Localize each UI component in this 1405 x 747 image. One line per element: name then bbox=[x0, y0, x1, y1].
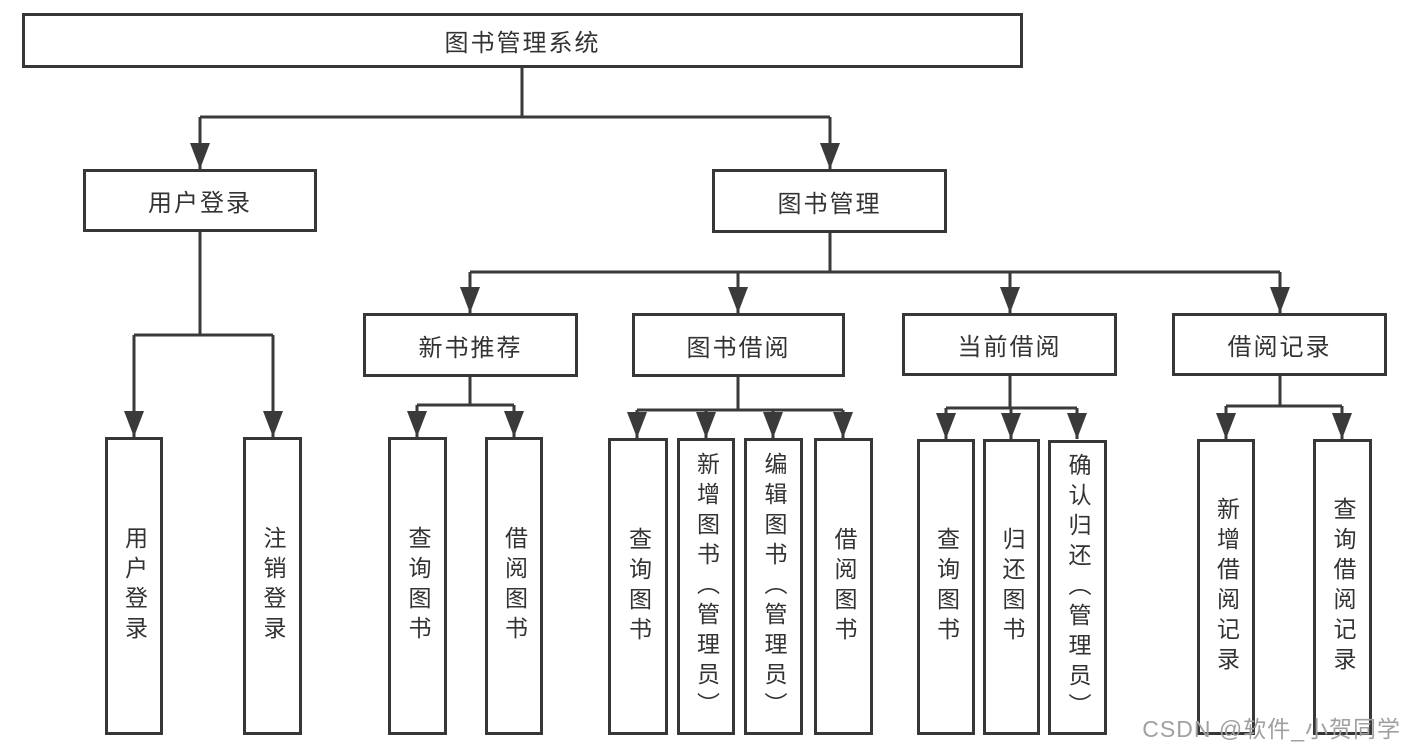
node-new-book-recommend: 新书推荐 bbox=[363, 313, 578, 377]
arrow-down-icon bbox=[627, 412, 647, 438]
edge-book-mgmt-to-level3 bbox=[468, 233, 1282, 313]
leaf-query-borrow-record-label: 查询借阅记录 bbox=[1330, 497, 1356, 677]
arrow-down-icon bbox=[1001, 413, 1021, 439]
leaf-query-books-borrowing: 查询图书 bbox=[608, 438, 668, 735]
node-current-borrowing-label: 当前借阅 bbox=[957, 334, 1062, 361]
node-book-borrowing: 图书借阅 bbox=[632, 313, 845, 377]
leaf-add-books-admin: 新增图书（管理员） bbox=[677, 438, 735, 735]
node-root: 图书管理系统 bbox=[22, 13, 1023, 68]
arrow-down-icon bbox=[1067, 413, 1087, 439]
arrow-down-icon bbox=[1332, 413, 1352, 439]
leaf-query-books-recommend-label: 查询图书 bbox=[405, 526, 431, 646]
leaf-user-login: 用户登录 bbox=[105, 437, 163, 735]
leaf-query-borrow-record: 查询借阅记录 bbox=[1313, 439, 1372, 735]
arrow-down-icon bbox=[936, 413, 956, 439]
node-book-management: 图书管理 bbox=[712, 169, 947, 233]
arrow-down-icon bbox=[833, 412, 853, 438]
node-borrowing-records-label: 借阅记录 bbox=[1227, 334, 1332, 361]
arrow-down-icon bbox=[407, 411, 427, 437]
leaf-logout-label: 注销登录 bbox=[260, 526, 286, 646]
node-current-borrowing: 当前借阅 bbox=[902, 313, 1117, 376]
leaf-query-books-borrowing-label: 查询图书 bbox=[625, 526, 652, 647]
arrow-down-icon bbox=[728, 287, 748, 313]
leaf-query-books-current-label: 查询图书 bbox=[933, 527, 960, 647]
arrow-down-icon bbox=[190, 143, 210, 169]
node-borrowing-records: 借阅记录 bbox=[1172, 313, 1387, 376]
edge-new-book-rec-to-leaves bbox=[415, 377, 516, 437]
arrow-down-icon bbox=[124, 411, 144, 437]
leaf-borrow-books-recommend-label: 借阅图书 bbox=[501, 526, 528, 646]
node-user-login-label: 用户登录 bbox=[148, 190, 252, 217]
leaf-edit-books-admin-label: 编辑图书（管理员） bbox=[761, 451, 787, 722]
leaf-add-books-admin-label: 新增图书（管理员） bbox=[693, 451, 720, 722]
arrow-down-icon bbox=[820, 143, 840, 169]
leaf-confirm-return-admin: 确认归还（管理员） bbox=[1048, 440, 1107, 735]
arrow-down-icon bbox=[263, 411, 283, 437]
arrowheads bbox=[124, 143, 1352, 439]
node-book-management-label: 图书管理 bbox=[777, 190, 882, 218]
arrow-down-icon bbox=[1270, 287, 1290, 313]
arrow-down-icon bbox=[696, 412, 716, 438]
arrow-down-icon bbox=[460, 287, 480, 313]
leaf-return-books: 归还图书 bbox=[983, 439, 1040, 735]
leaf-borrow-books-recommend: 借阅图书 bbox=[485, 437, 543, 735]
edge-user-login-to-leaves bbox=[132, 232, 275, 437]
arrow-down-icon bbox=[504, 411, 524, 437]
leaf-query-books-recommend: 查询图书 bbox=[388, 437, 447, 735]
leaf-logout: 注销登录 bbox=[243, 437, 302, 735]
node-new-book-recommend-label: 新书推荐 bbox=[418, 334, 523, 362]
edge-book-borrow-to-leaves bbox=[635, 377, 845, 438]
node-root-label: 图书管理系统 bbox=[444, 30, 601, 57]
arrow-down-icon bbox=[1000, 287, 1020, 313]
leaf-borrow-books-borrowing-label: 借阅图书 bbox=[831, 526, 857, 647]
leaf-borrow-books-borrowing: 借阅图书 bbox=[814, 438, 873, 735]
arrow-down-icon bbox=[763, 412, 783, 438]
leaf-query-books-current: 查询图书 bbox=[917, 439, 975, 735]
leaf-confirm-return-admin-label: 确认归还（管理员） bbox=[1065, 452, 1091, 723]
leaf-edit-books-admin: 编辑图书（管理员） bbox=[744, 438, 803, 735]
csdn-watermark: CSDN @软件_小贺同学 bbox=[1142, 716, 1401, 742]
leaf-return-books-label: 归还图书 bbox=[999, 527, 1025, 647]
arrow-down-icon bbox=[1216, 413, 1236, 439]
edge-borrow-records-to-leaves bbox=[1224, 376, 1344, 439]
node-user-login: 用户登录 bbox=[83, 169, 317, 232]
edge-root-to-level2 bbox=[198, 68, 832, 169]
leaf-user-login-label: 用户登录 bbox=[121, 526, 148, 646]
node-book-borrowing-label: 图书借阅 bbox=[686, 334, 791, 362]
leaf-add-borrow-record-label: 新增借阅记录 bbox=[1213, 497, 1240, 677]
leaf-add-borrow-record: 新增借阅记录 bbox=[1197, 439, 1255, 735]
